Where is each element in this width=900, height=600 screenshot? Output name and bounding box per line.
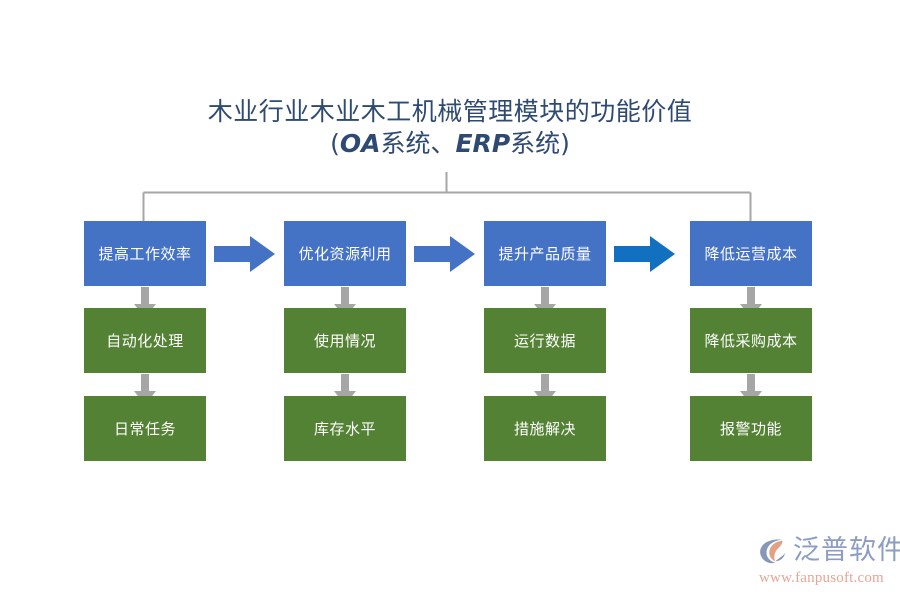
title-mid-label: 系统、	[380, 129, 456, 158]
flow-child-box-3-2[interactable]: 措施解决	[484, 396, 606, 461]
flow-child-box-4-2[interactable]: 报警功能	[690, 396, 812, 461]
page-title: 木业行业木业木工机械管理模块的功能价值 (OA系统、ERP系统)	[150, 96, 750, 160]
title-line-secondary: (OA系统、ERP系统)	[150, 128, 750, 160]
title-line-primary: 木业行业木业木工机械管理模块的功能价值	[207, 97, 693, 126]
flow-child-box-2-2[interactable]: 库存水平	[284, 396, 406, 461]
flow-child-box-1-2[interactable]: 日常任务	[84, 396, 206, 461]
title-paren-close: 系统)	[510, 129, 570, 158]
title-oa-label: OA	[339, 129, 381, 158]
fanpu-leaf-icon	[760, 539, 786, 564]
brand-url: www.fanpusoft.com	[759, 570, 884, 586]
title-erp-label: ERP	[455, 129, 511, 158]
vertical-arrow-group	[134, 287, 762, 405]
flow-arrow-right-icon-1	[214, 234, 276, 274]
flow-arrow-right-icon-2	[414, 234, 476, 274]
flow-child-box-3-1[interactable]: 运行数据	[484, 308, 606, 373]
brand-logo: 泛普软件 www.fanpusoft.com	[757, 534, 900, 592]
flow-child-box-4-1[interactable]: 降低采购成本	[690, 308, 812, 373]
flow-head-box-2[interactable]: 优化资源利用	[284, 221, 406, 286]
flow-arrow-right-icon-3	[614, 234, 676, 274]
title-paren-open: (	[330, 129, 340, 158]
flow-head-box-3[interactable]: 提升产品质量	[484, 221, 606, 286]
flow-child-box-2-1[interactable]: 使用情况	[284, 308, 406, 373]
flow-child-box-1-1[interactable]: 自动化处理	[84, 308, 206, 373]
flow-head-box-4[interactable]: 降低运营成本	[690, 221, 812, 286]
brand-name: 泛普软件	[793, 535, 900, 566]
flow-head-box-1[interactable]: 提高工作效率	[84, 221, 206, 286]
brand-logo-row: 泛普软件	[757, 534, 900, 567]
